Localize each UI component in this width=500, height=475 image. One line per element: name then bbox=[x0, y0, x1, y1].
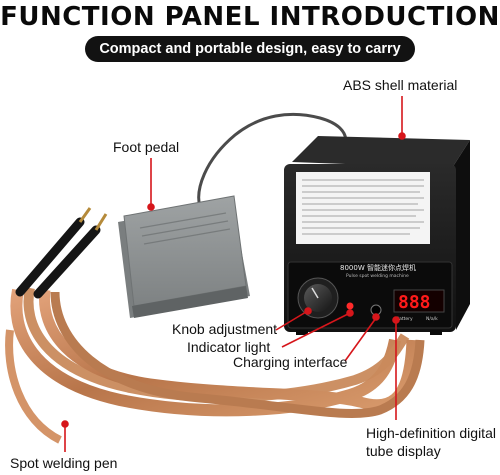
callout-abs-shell: ABS shell material bbox=[343, 77, 458, 93]
subtitle-banner: Compact and portable design, easy to car… bbox=[85, 36, 415, 62]
spot-welder-device: 8000W 智能迷你点焊机 Pulse spot welding machine… bbox=[284, 136, 470, 335]
welding-pens bbox=[15, 207, 108, 299]
callout-indicator-light: Indicator light bbox=[187, 339, 271, 355]
instruction-sticker bbox=[296, 172, 430, 244]
pedal-cable bbox=[197, 112, 348, 208]
page-title: FUNCTION PANEL INTRODUCTION bbox=[0, 2, 500, 32]
callout-display-line2: tube display bbox=[366, 443, 441, 459]
port-label-battery: Battery bbox=[396, 316, 413, 322]
foot-pedal bbox=[118, 195, 250, 318]
welding-cables bbox=[5, 286, 425, 444]
callout-lines bbox=[61, 96, 406, 452]
callout-spot-welding-pen: Spot welding pen bbox=[10, 455, 118, 471]
callout-foot-pedal: Foot pedal bbox=[113, 139, 180, 155]
callout-display-line1: High-definition digital bbox=[366, 425, 496, 441]
model-sublabel: Pulse spot welding machine bbox=[346, 273, 409, 279]
callout-charging-interface: Charging interface bbox=[233, 354, 348, 370]
port-label-second: N/a/k bbox=[426, 316, 438, 322]
model-label: 8000W 智能迷你点焊机 bbox=[340, 263, 416, 272]
callout-knob-adjustment: Knob adjustment bbox=[172, 321, 278, 337]
digital-display: 888 bbox=[398, 292, 431, 313]
indicator-light bbox=[346, 302, 354, 310]
